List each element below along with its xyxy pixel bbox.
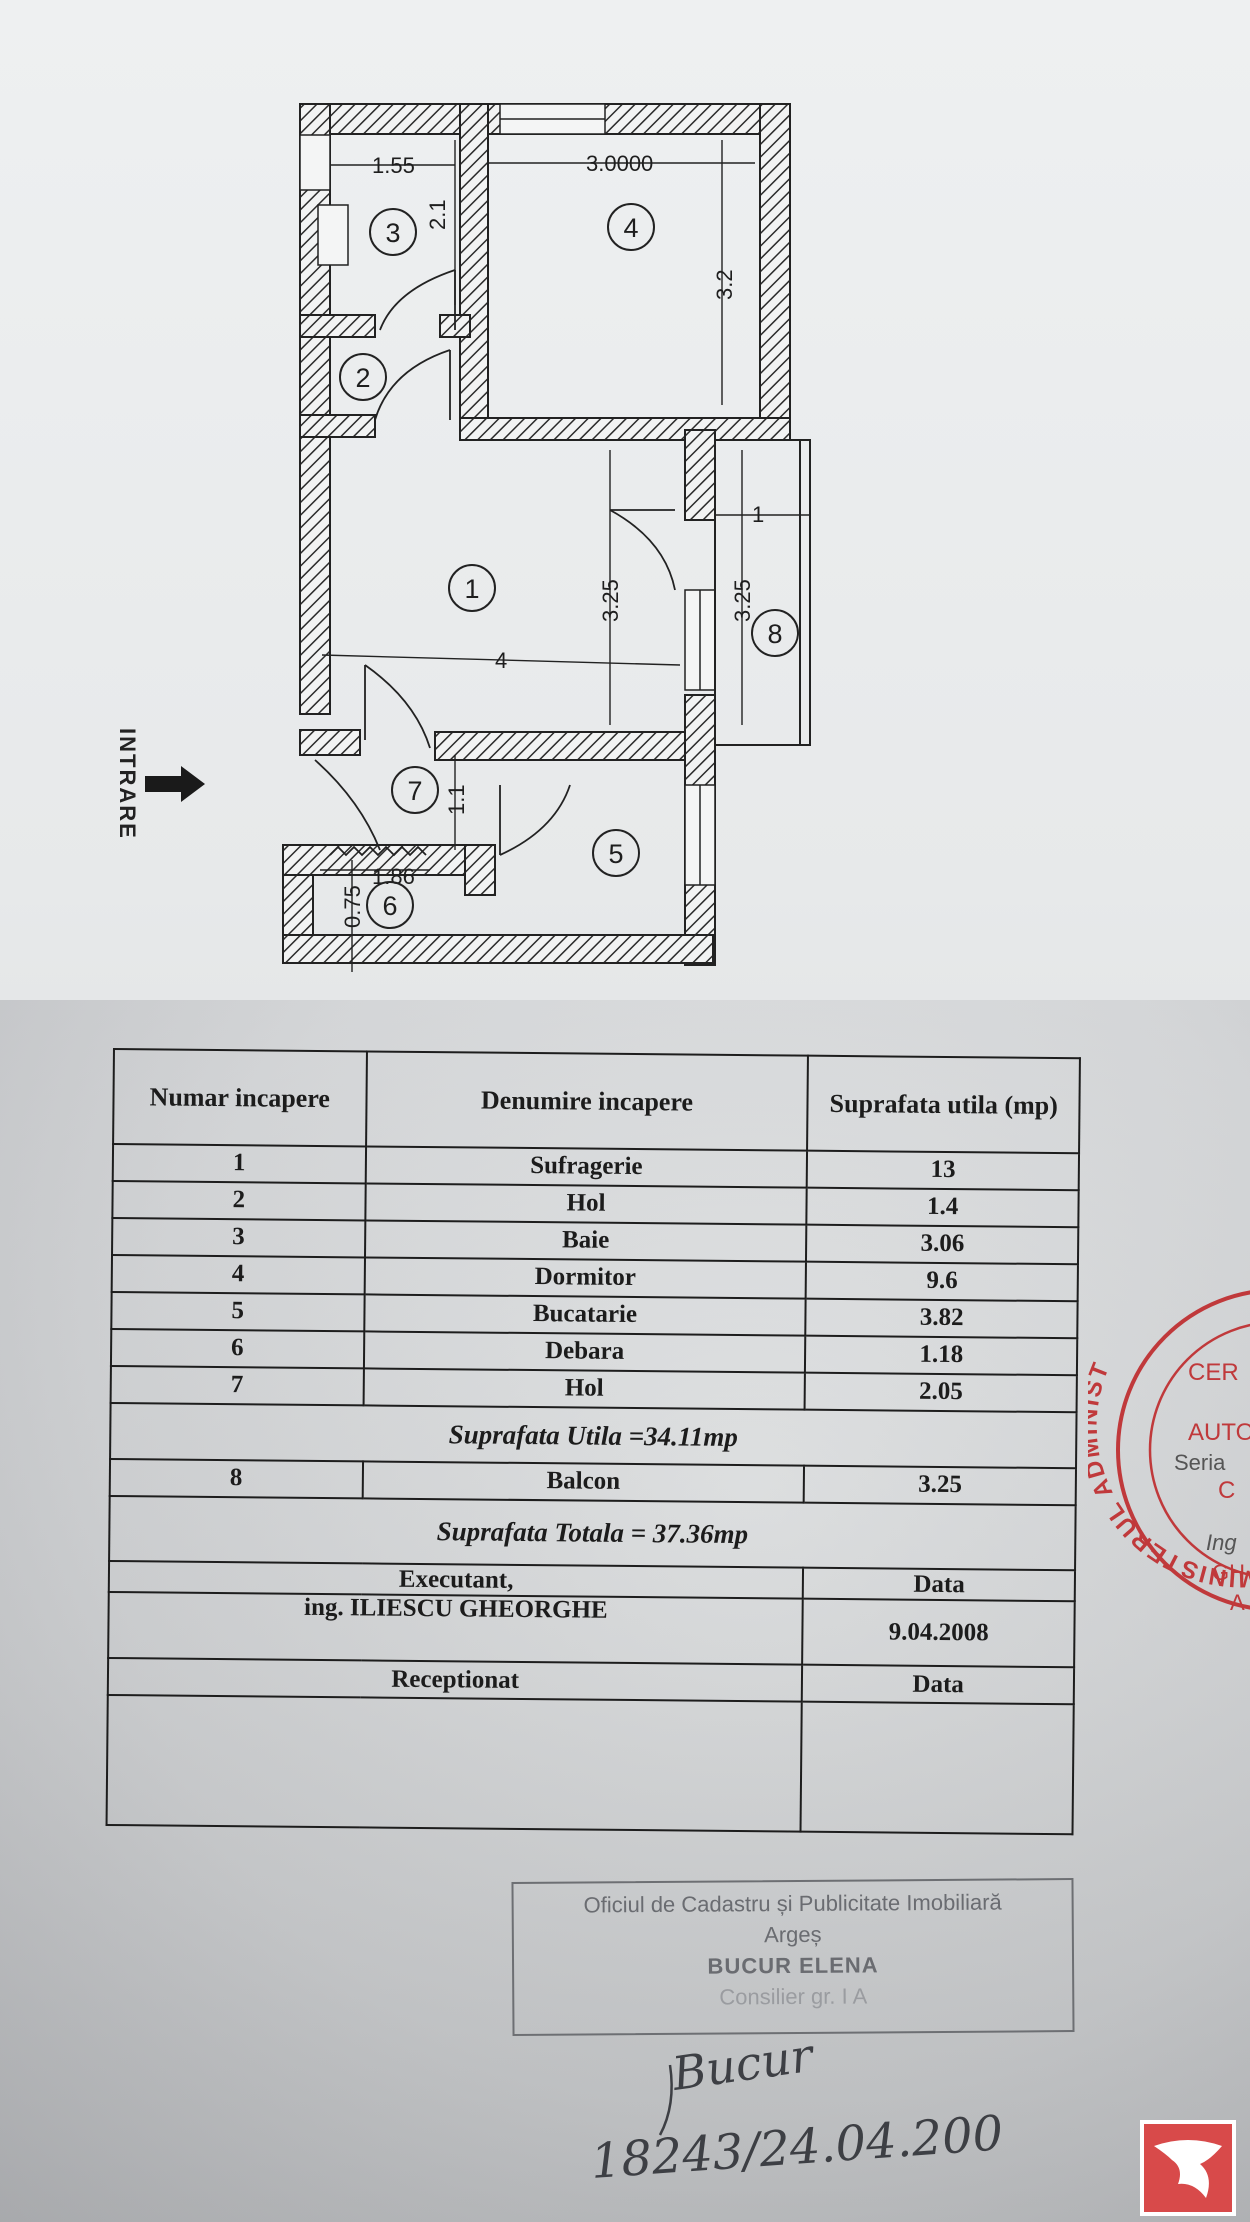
door-swings	[314, 269, 676, 856]
received-blank-row	[106, 1695, 1074, 1835]
rooms-table: Numar incapere Denumire incapere Suprafa…	[106, 1048, 1081, 1835]
registration-number: 18243/24.04.2008	[589, 2103, 1000, 2190]
dim-1-1: 1.1	[444, 784, 469, 815]
dim-1: 1	[752, 502, 764, 527]
room-marker-7: 7	[391, 766, 439, 814]
row-area: 2.05	[805, 1372, 1077, 1413]
dimension-labels: 1.55 3.0000 2.1 3.2 3.25 3.25 1 4 1.1 1.…	[340, 151, 764, 928]
dim-3-25-balcony: 3.25	[730, 579, 755, 622]
header-name: Denumire incapere	[365, 1051, 809, 1151]
row-area: 9.6	[806, 1261, 1078, 1302]
received-date-cell	[800, 1701, 1074, 1835]
received-signature-cell	[106, 1695, 803, 1832]
room-marker-5: 5	[592, 829, 640, 877]
row-name: Balcon	[362, 1460, 805, 1503]
header-area: Suprafata utila (mp)	[807, 1055, 1080, 1153]
zigzag	[329, 845, 427, 857]
seal-line-a: CER	[1188, 1359, 1239, 1386]
svg-text:1: 1	[464, 574, 479, 604]
openings	[299, 103, 716, 886]
seal-line-f: GH	[1212, 1560, 1245, 1585]
office-stamp-line1: Oficiul de Cadastru și Publicitate Imobi…	[583, 1889, 1002, 1918]
svg-text:6: 6	[382, 891, 397, 921]
seal-line-b: AUTO	[1188, 1419, 1250, 1446]
row-area: 3.06	[806, 1224, 1079, 1265]
office-stamp: Oficiul de Cadastru și Publicitate Imobi…	[511, 1878, 1075, 2036]
row-number: 5	[111, 1291, 365, 1332]
seal-line-d: C	[1218, 1477, 1235, 1504]
svg-text:2: 2	[355, 363, 370, 393]
row-number: 3	[112, 1217, 365, 1258]
seal-arc-text: MINISTERUL ADMINIST	[1088, 1358, 1250, 1593]
row-name: Bucatarie	[363, 1294, 807, 1336]
brand-logo	[1140, 2120, 1236, 2216]
balcony	[714, 439, 811, 746]
row-number: 7	[110, 1365, 364, 1406]
row-number: 1	[112, 1143, 366, 1184]
received-date-label: Data	[802, 1664, 1075, 1705]
room-marker-3: 3	[369, 208, 417, 256]
room-marker-4: 4	[607, 203, 655, 251]
room-marker-1: 1	[448, 564, 496, 612]
svg-text:7: 7	[407, 776, 422, 806]
useful-total-row: Suprafata Utila =34.11mp	[110, 1402, 1077, 1468]
svg-text:5: 5	[608, 839, 623, 869]
svg-text:8: 8	[767, 619, 782, 649]
row-name: Dormitor	[364, 1257, 807, 1299]
row-area: 3.25	[804, 1465, 1077, 1505]
table-header-row: Numar incapere Denumire incapere Suprafa…	[113, 1049, 1080, 1153]
svg-text:3: 3	[385, 218, 400, 248]
room-markers: 1 2 3 4 5 6 7 8	[339, 203, 799, 929]
entrance-arrow-icon	[145, 766, 205, 802]
seal-line-c: Seria	[1174, 1450, 1226, 1475]
logo-mark-icon	[1154, 2140, 1222, 2198]
dim-1-55: 1.55	[372, 153, 415, 178]
row-number: 2	[112, 1180, 366, 1221]
row-area: 3.82	[805, 1298, 1078, 1339]
executant-row: ing. ILIESCU GHEORGHE 9.04.2008	[108, 1592, 1075, 1668]
row-area: 1.4	[806, 1187, 1079, 1228]
dim-3-2: 3.2	[712, 269, 737, 300]
office-stamp-line4: Consilier gr. I A	[719, 1983, 868, 2010]
date-value: 9.04.2008	[802, 1598, 1075, 1668]
executant-name: ing. ILIESCU GHEORGHE	[108, 1592, 804, 1665]
dim-2-1: 2.1	[425, 199, 450, 230]
office-stamp-line3: BUCUR ELENA	[707, 1952, 879, 1979]
dim-0-75: 0.75	[340, 885, 365, 928]
row-name: Baie	[364, 1220, 807, 1262]
dim-3-0000: 3.0000	[586, 151, 653, 176]
room-marker-2: 2	[339, 353, 387, 401]
floor-plan: 1.55 3.0000 2.1 3.2 3.25 3.25 1 4 1.1 1.…	[282, 103, 811, 972]
date-label: Data	[803, 1568, 1076, 1602]
red-seal: MINISTERUL ADMINIST CER AUTO Seria C Ing…	[1088, 1290, 1250, 1615]
row-number: 8	[109, 1458, 363, 1499]
header-number: Numar incapere	[113, 1049, 367, 1147]
svg-text:4: 4	[623, 213, 638, 243]
row-name: Hol	[364, 1183, 808, 1225]
row-number: 6	[110, 1328, 364, 1369]
row-name: Hol	[363, 1368, 806, 1410]
dim-3-25-living: 3.25	[598, 579, 623, 622]
total-area: Suprafata Totala = 37.36mp	[109, 1495, 1076, 1571]
signature: Bucur	[668, 2027, 819, 2101]
room-marker-8: 8	[751, 609, 799, 657]
room-marker-6: 6	[366, 881, 414, 929]
dimension-lines	[320, 140, 810, 972]
dim-4: 4	[495, 648, 507, 673]
grand-total-row: Suprafata Totala = 37.36mp	[109, 1495, 1076, 1571]
row-name: Debara	[363, 1331, 806, 1373]
useful-area-total: Suprafata Utila =34.11mp	[110, 1402, 1077, 1468]
row-area: 1.18	[805, 1335, 1078, 1376]
row-number: 4	[111, 1254, 365, 1295]
seal-line-g: A	[1230, 1590, 1245, 1615]
row-name: Sufragerie	[365, 1146, 808, 1188]
entrance-label: INTRARE	[115, 728, 140, 840]
seal-line-e: Ing	[1206, 1530, 1237, 1555]
row-area: 13	[807, 1150, 1080, 1190]
svg-text:MINISTERUL ADMINIST: MINISTERUL ADMINIST	[1088, 1358, 1250, 1593]
office-stamp-line2: Argeș	[764, 1921, 822, 1948]
handwriting: Bucur 18243/24.04.2008	[589, 2027, 1000, 2190]
